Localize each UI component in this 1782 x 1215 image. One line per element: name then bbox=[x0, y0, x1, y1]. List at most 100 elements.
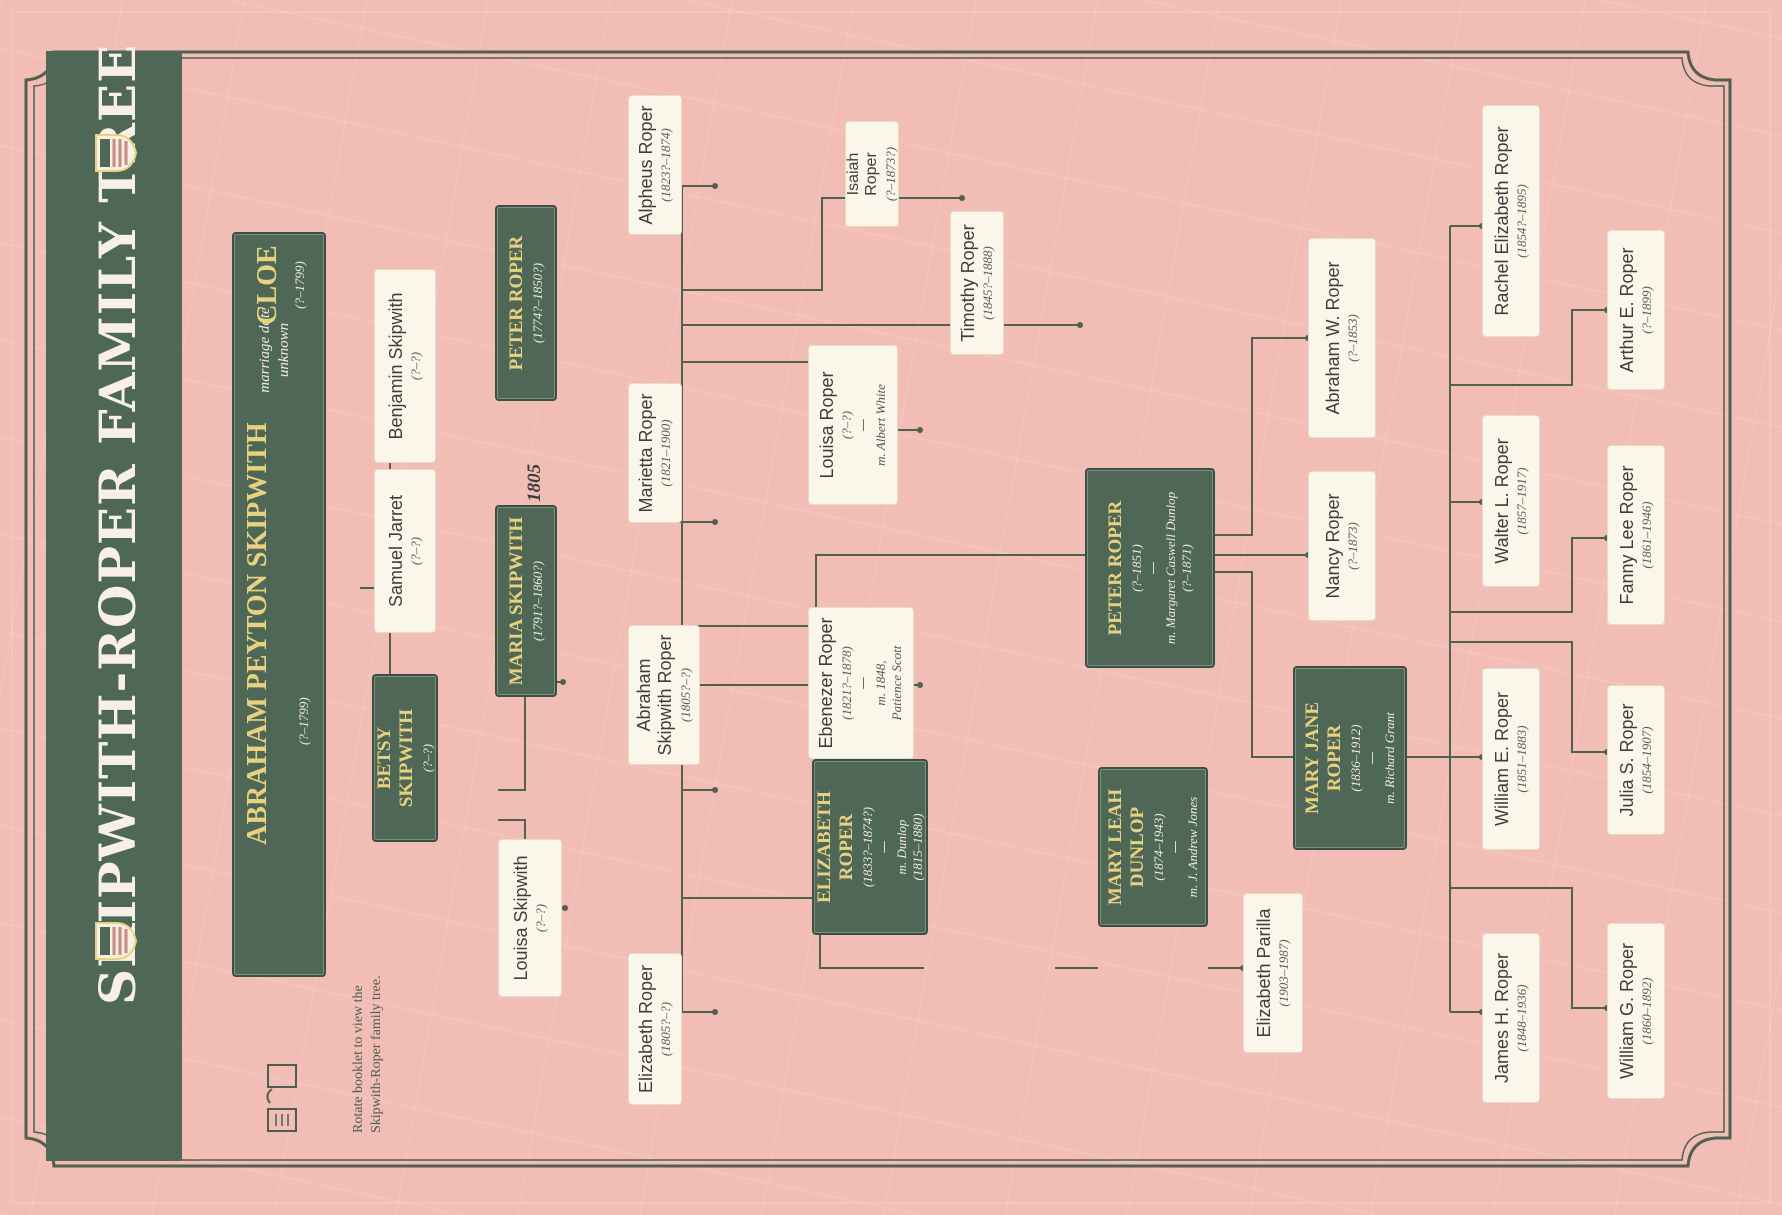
william-e-roper-card[interactable]: William E. Roper (1851–1883) bbox=[1482, 668, 1540, 850]
spouse-years: (1815–1880) bbox=[909, 813, 925, 881]
years: (?–?) bbox=[419, 743, 435, 773]
spouse-years: (?–1871) bbox=[1178, 544, 1194, 592]
crest-icon-bottom bbox=[95, 922, 138, 960]
name: Benjamin Skipwith bbox=[385, 292, 406, 440]
years: (1903–1987) bbox=[1276, 939, 1292, 1007]
years: (1805?–?) bbox=[658, 1001, 674, 1057]
benjamin-skipwith-card[interactable]: Benjamin Skipwith (?–?) bbox=[374, 269, 436, 463]
fanny-lee-roper-card[interactable]: Fanny Lee Roper (1861–1946) bbox=[1607, 445, 1665, 625]
elizabeth-roper-married-card[interactable]: ELIZABETH ROPER (1833?–1874?) — m. Dunlo… bbox=[812, 759, 928, 935]
louisa-roper-card[interactable]: Louisa Roper (?–?) — m. Albert White bbox=[808, 345, 898, 505]
years: (1848–1936) bbox=[1514, 984, 1530, 1052]
years: (?–1873?) bbox=[883, 146, 899, 202]
rachel-elizabeth-roper-card[interactable]: Rachel Elizabeth Roper (1854?–1895) bbox=[1482, 105, 1540, 337]
years: (1854–1907) bbox=[1639, 726, 1655, 794]
name: Marietta Roper bbox=[635, 393, 656, 513]
james-h-roper-card[interactable]: James H. Roper (1848–1936) bbox=[1482, 933, 1540, 1103]
samuel-jarret-card[interactable]: Samuel Jarret (?–?) bbox=[374, 469, 436, 633]
elizabeth-parilla-card[interactable]: Elizabeth Parilla (1903–1987) bbox=[1243, 893, 1303, 1053]
name: Ebenezer Roper bbox=[816, 617, 837, 749]
cloe-years: (?–1799) bbox=[292, 261, 307, 309]
years: (1836–1912) bbox=[1347, 724, 1363, 792]
name: Louisa Roper bbox=[816, 371, 837, 479]
name: Rachel Elizabeth Roper bbox=[1491, 126, 1512, 316]
mary-jane-roper-card[interactable]: MARY JANE ROPER (1836–1912) — m. Richard… bbox=[1293, 666, 1407, 850]
founders-box: ABRAHAM PEYTON SKIPWITH (?–1799) marriag… bbox=[232, 232, 326, 977]
name: Abraham Skipwith Roper bbox=[634, 634, 675, 756]
years: (?–1873) bbox=[1345, 522, 1361, 570]
nancy-roper-card[interactable]: Nancy Roper (?–1873) bbox=[1308, 471, 1376, 621]
arthur-e-roper-card[interactable]: Arthur E. Roper (?–1899) bbox=[1607, 230, 1665, 390]
years: (1845?–1888) bbox=[980, 246, 996, 320]
name: Nancy Roper bbox=[1322, 493, 1343, 599]
mary-leah-dunlop-card[interactable]: MARY LEAH DUNLOP (1874–1943) — m. J. And… bbox=[1098, 767, 1208, 927]
name: Timothy Roper bbox=[957, 224, 978, 342]
name: Walter L. Roper bbox=[1491, 438, 1512, 564]
name: James H. Roper bbox=[1491, 952, 1512, 1084]
name: MARY LEAH DUNLOP bbox=[1105, 788, 1148, 906]
timothy-roper-card[interactable]: Timothy Roper (1845?–1888) bbox=[950, 211, 1004, 355]
years: (1874–1943) bbox=[1150, 813, 1166, 881]
years: (1860–1892) bbox=[1639, 977, 1655, 1045]
name: Isaiah Roper bbox=[844, 152, 880, 196]
marietta-roper-card[interactable]: Marietta Roper (1821–1900) bbox=[628, 383, 682, 523]
spouse-line2: Patience Scott bbox=[889, 645, 905, 721]
name: Julia S. Roper bbox=[1616, 703, 1637, 817]
dash: — bbox=[1167, 840, 1183, 854]
spouse: m. Albert White bbox=[873, 384, 889, 466]
years: (1791?–1860?) bbox=[529, 560, 545, 642]
name: MARY JANE ROPER bbox=[1302, 701, 1345, 815]
abraham-skipwith-roper-card[interactable]: Abraham Skipwith Roper (1805?–?) bbox=[628, 625, 700, 765]
louisa-skipwith-card[interactable]: Louisa Skipwith (?–?) bbox=[498, 839, 562, 997]
years: (1774?–1850?) bbox=[529, 262, 545, 344]
name: MARIA SKIPWITH bbox=[506, 516, 528, 686]
crest-icon-top bbox=[95, 134, 138, 172]
name: William E. Roper bbox=[1491, 691, 1512, 827]
alpheus-roper-card[interactable]: Alpheus Roper (1823?–1874) bbox=[628, 95, 682, 235]
years: (1854?–1895) bbox=[1514, 184, 1530, 258]
dash: — bbox=[856, 418, 872, 432]
william-g-roper-card[interactable]: William G. Roper (1860–1892) bbox=[1607, 923, 1665, 1099]
name: Elizabeth Roper bbox=[635, 964, 656, 1094]
maria-skipwith-card[interactable]: MARIA SKIPWITH (1791?–1860?) bbox=[495, 505, 557, 697]
elizabeth-roper-card[interactable]: Elizabeth Roper (1805?–?) bbox=[628, 953, 682, 1105]
name: Fanny Lee Roper bbox=[1616, 465, 1637, 605]
years: (1823?–1874) bbox=[658, 128, 674, 202]
abraham-w-roper-card[interactable]: Abraham W. Roper (?–1853) bbox=[1308, 238, 1376, 438]
years: (1861–1946) bbox=[1639, 501, 1655, 569]
name: William G. Roper bbox=[1616, 942, 1637, 1080]
spouse: m. Dunlop bbox=[893, 819, 909, 875]
spouse-line1: m. 1848, bbox=[873, 660, 889, 706]
peter-roper-sr-card[interactable]: PETER ROPER (1774?–1850?) bbox=[495, 205, 557, 401]
name: Elizabeth Parilla bbox=[1253, 908, 1274, 1038]
years: (1851–1883) bbox=[1514, 725, 1530, 793]
dash: — bbox=[856, 676, 872, 690]
dash: — bbox=[876, 840, 892, 854]
years: (1805?–?) bbox=[677, 667, 693, 723]
years: (1821?–1878) bbox=[839, 646, 855, 720]
walter-l-roper-card[interactable]: Walter L. Roper (1857–1917) bbox=[1482, 415, 1540, 587]
betsy-skipwith-card[interactable]: BETSY SKIPWITH (?–?) bbox=[372, 674, 438, 842]
page-title: SKIPWITH-ROPER FAMILY TREE bbox=[88, 43, 147, 1005]
isaiah-roper-card[interactable]: Isaiah Roper (?–1873?) bbox=[845, 121, 899, 227]
ebenezer-roper-card[interactable]: Ebenezer Roper (1821?–1878) — m. 1848, P… bbox=[808, 607, 914, 759]
years: (1821–1900) bbox=[658, 419, 674, 487]
dash: — bbox=[1364, 751, 1380, 765]
name: PETER ROPER bbox=[1104, 500, 1126, 636]
rotate-note-line1: Rotate booklet to view the bbox=[351, 985, 366, 1133]
cloe-name: CLOE bbox=[252, 245, 283, 325]
years: (1857–1917) bbox=[1514, 467, 1530, 535]
years: (?–1853) bbox=[1345, 314, 1361, 362]
years: (?–?) bbox=[839, 410, 855, 440]
spouse: m. J. Andrew Jones bbox=[1184, 796, 1200, 898]
name: PETER ROPER bbox=[506, 235, 528, 371]
julia-s-roper-card[interactable]: Julia S. Roper (1854–1907) bbox=[1607, 685, 1665, 835]
abraham-name: ABRAHAM PEYTON SKIPWITH bbox=[242, 422, 273, 845]
years: (?–?) bbox=[408, 351, 424, 381]
dash: — bbox=[1145, 561, 1161, 575]
name: Alpheus Roper bbox=[635, 105, 656, 225]
peter-roper-jr-card[interactable]: PETER ROPER (?–1851) — m. Margaret Caswe… bbox=[1085, 468, 1215, 668]
years: (?–?) bbox=[533, 903, 549, 933]
